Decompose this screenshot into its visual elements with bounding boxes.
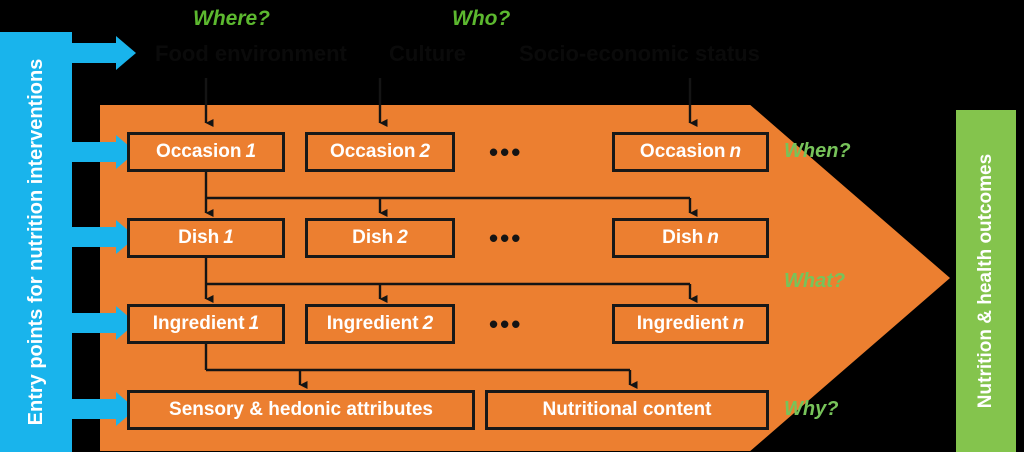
blue-arrow-occasion: [72, 135, 136, 169]
header-question-who: Who?: [452, 7, 511, 30]
blue-arrow-attributes: [72, 392, 136, 426]
node-occasion-n-index: n: [729, 141, 742, 162]
side-question-what: What?: [784, 270, 846, 292]
outcomes-bar-label: Nutrition & health outcomes: [975, 153, 996, 409]
header-question-where: Where?: [193, 7, 271, 30]
node-occasion-n-label: Occasion: [639, 141, 726, 162]
ellipsis-dish-row: •••: [489, 223, 523, 253]
node-dish-n-label: Dish: [662, 227, 704, 248]
entry-points-bar: Entry points for nutrition interventions: [0, 32, 72, 452]
side-question-when: When?: [784, 140, 851, 162]
header-determinant-food-environment: Food environment: [155, 41, 347, 66]
node-dish-n-index: n: [707, 227, 719, 248]
node-dish-1-index: 1: [223, 227, 234, 248]
node-ingredient-2-index: 2: [422, 313, 434, 334]
node-ingredient-n-label: Ingredient: [636, 313, 729, 334]
ellipsis-occasion-row: •••: [489, 137, 523, 167]
node-ingredient-n-index: n: [732, 313, 745, 334]
header-determinant-culture: Culture: [389, 41, 466, 66]
node-sensory-hedonic-attributes[interactable]: Sensory & hedonic attributes: [127, 390, 475, 430]
node-dish-2-label: Dish: [352, 227, 394, 248]
side-question-why: Why?: [784, 398, 839, 420]
entry-points-bar-label: Entry points for nutrition interventions: [24, 58, 47, 426]
node-ingredient-1-label: Ingredient: [152, 313, 245, 334]
node-ingredient-1-index: 1: [248, 313, 260, 334]
node-occasion-1-label: Occasion: [155, 141, 242, 162]
node-occasion-2-index: 2: [419, 141, 431, 162]
blue-arrow-ingredient: [72, 306, 136, 340]
node-occasion-2-label: Occasion: [329, 141, 416, 162]
node-nutritional-content-label: Nutritional content: [542, 399, 712, 420]
node-dish-2-index: 2: [397, 227, 408, 248]
node-nutritional-content[interactable]: Nutritional content: [485, 390, 769, 430]
blue-arrow-top: [72, 36, 136, 70]
outcomes-bar: Nutrition & health outcomes: [956, 110, 1016, 452]
ellipsis-ingredient-row: •••: [489, 309, 523, 339]
node-dish-1-label: Dish: [178, 227, 220, 248]
node-sensory-hedonic-attributes-label: Sensory & hedonic attributes: [169, 399, 433, 420]
blue-arrow-dish: [72, 220, 136, 254]
node-occasion-1-index: 1: [245, 141, 257, 162]
header-determinant-socioeconomic-status: Socio-economic status: [519, 41, 760, 66]
node-ingredient-2-label: Ingredient: [326, 313, 419, 334]
